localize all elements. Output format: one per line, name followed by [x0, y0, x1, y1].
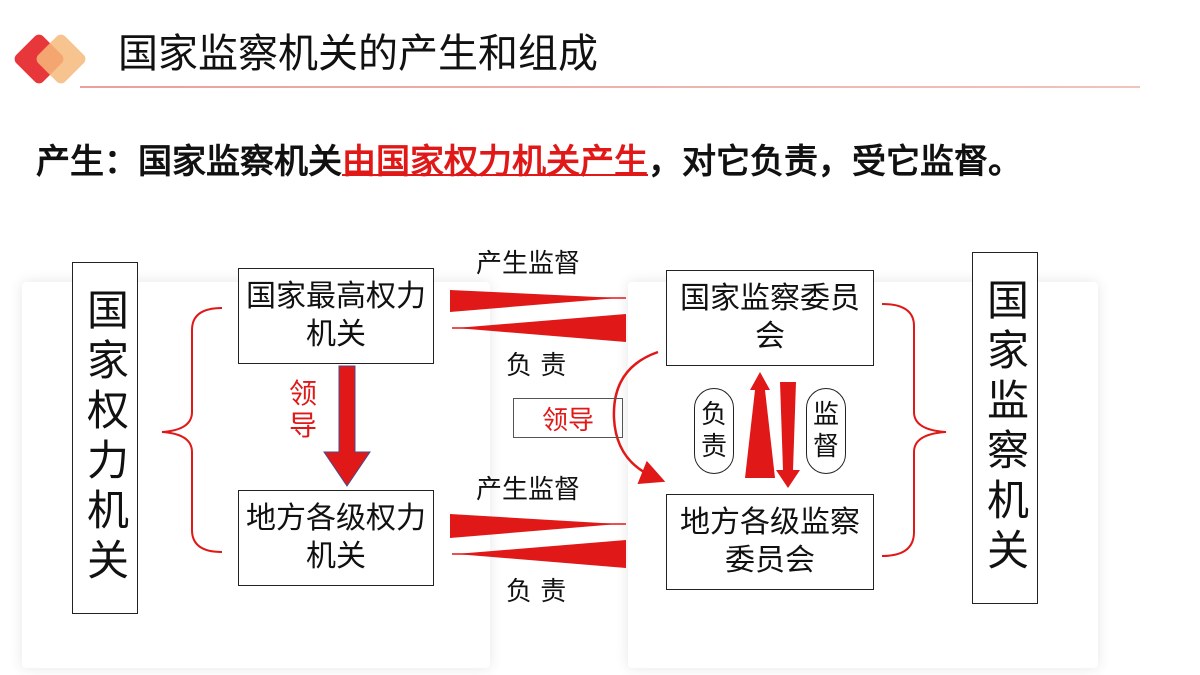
- bottom-back-arrow: [456, 540, 626, 568]
- intro-highlight: 由国家权力机关产生: [342, 142, 648, 182]
- right-bracket: [881, 303, 947, 557]
- left-column-power-organs: 国家权力机关: [72, 262, 138, 614]
- right-column-supervision-organs: 国家监察机关: [972, 252, 1038, 604]
- bottom-forward-arrow: [450, 514, 618, 538]
- down-supervise-arrow: [776, 382, 800, 488]
- bottom-back-label: 负 责: [506, 577, 567, 607]
- intro-prefix: 产生：国家监察机关: [36, 142, 342, 182]
- title-divider: [80, 86, 1140, 88]
- supervision-lead-label: 领导: [513, 398, 623, 438]
- supervision-lead-curve: [612, 350, 666, 485]
- power-lead-arrow: [323, 365, 371, 487]
- national-supervision-box: 国家监察委员会: [666, 270, 874, 366]
- top-back-label: 负 责: [506, 351, 567, 381]
- top-back-arrow: [456, 314, 626, 342]
- intro-sentence: 产生：国家监察机关由国家权力机关产生，对它负责，受它监督。: [36, 138, 1022, 186]
- up-responsible-arrow: [745, 372, 775, 478]
- left-bracket: [161, 307, 223, 553]
- local-supervision-box: 地方各级监察委员会: [666, 494, 874, 590]
- up-responsible-pill: 负责: [694, 388, 734, 474]
- local-power-box: 地方各级权力机关: [238, 490, 434, 586]
- page-title: 国家监察机关的产生和组成: [118, 31, 598, 77]
- intro-suffix: ，对它负责，受它监督。: [648, 142, 1022, 182]
- power-lead-label: 领导: [288, 377, 317, 442]
- down-supervise-pill: 监督: [806, 388, 846, 474]
- bottom-forward-label: 产生监督: [476, 475, 581, 505]
- top-forward-label: 产生监督: [476, 249, 581, 279]
- top-forward-arrow: [450, 290, 618, 312]
- national-power-box: 国家最高权力机关: [238, 268, 434, 364]
